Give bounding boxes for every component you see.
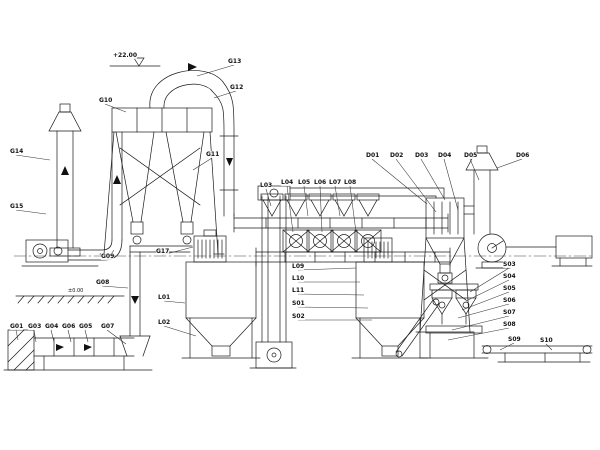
equipment-label-L09: L09 [292,263,305,270]
equipment-label-L02: L02 [158,319,171,326]
overhead-duct [149,70,239,217]
equipment-label-D05: D05 [464,152,478,159]
equipment-label-D03: D03 [415,152,429,159]
equipment-label-G09: G09 [101,253,115,260]
equipment-label-S04: S04 [503,273,516,280]
packing-station [395,283,489,359]
left-blower [21,239,99,267]
equipment-label-G13: G13 [228,58,242,65]
left-exhaust-stack [48,103,82,257]
equipment-label-L10: L10 [292,275,305,282]
equipment-label-G14: G14 [10,148,24,155]
bucket-elevator [249,185,297,369]
equipment-label-L04: L04 [281,179,294,186]
equipment-label-G07: G07 [101,323,115,330]
equipment-label-D04: D04 [438,152,452,159]
equipment-label-S03: S03 [503,261,516,268]
equipment-label-G05: G05 [79,323,93,330]
equipment-label-L05: L05 [298,179,311,186]
equipment-label-L03: L03 [260,182,273,189]
silo-1 [181,229,261,359]
elevation-marker [109,57,161,67]
equipment-label-+22.00: +22.00 [113,52,138,59]
equipment-label-G10: G10 [99,97,113,104]
equipment-label-L08: L08 [344,179,357,186]
equipment-label-S07: S07 [503,309,516,316]
sifter-units [282,229,382,253]
equipment-label-L07: L07 [329,179,342,186]
bottom-left-feeder [3,329,153,371]
equipment-label-S01: S01 [292,300,305,307]
equipment-label-0.00: ±0.00 [68,288,84,295]
equipment-label-G08: G08 [96,279,110,286]
equipment-label-D02: D02 [390,152,404,159]
equipment-label-D01: D01 [366,152,380,159]
equipment-label-G11: G11 [206,151,220,158]
equipment-label-S02: S02 [292,313,305,320]
equipment-label-G06: G06 [62,323,76,330]
equipment-label-D06: D06 [516,152,530,159]
equipment-label-G04: G04 [45,323,59,330]
top-transfer-duct [289,187,445,199]
right-tank [551,235,593,267]
underflow-drop-pipe [129,245,141,337]
equipment-label-L11: L11 [292,287,305,294]
equipment-label-G01: G01 [10,323,24,330]
equipment-label-S06: S06 [503,297,516,304]
equipment-label-S09: S09 [508,336,521,343]
equipment-label-L06: L06 [314,179,327,186]
equipment-label-S10: S10 [540,337,553,344]
discharge-belt-conveyor [481,345,593,363]
equipment-label-S08: S08 [503,321,516,328]
screw-conveyor-upper [233,213,449,233]
equipment-label-G17: G17 [156,248,170,255]
flow-arrows [56,63,233,351]
equipment-label-S05: S05 [503,285,516,292]
equipment-label-L01: L01 [158,294,171,301]
equipment-label-G15: G15 [10,203,24,210]
equipment-label-G03: G03 [28,323,42,330]
ground-hatch [15,295,125,304]
feed-funnels [260,193,380,217]
equipment-label-G12: G12 [230,84,244,91]
